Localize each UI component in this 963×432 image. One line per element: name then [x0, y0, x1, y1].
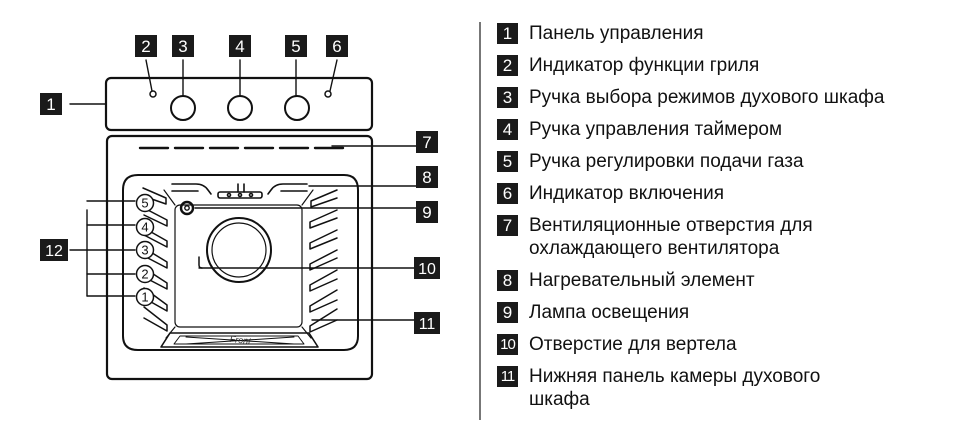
callout-box-9 — [416, 201, 438, 223]
callout-box-2 — [135, 35, 157, 57]
legend-number: 10 — [497, 334, 518, 355]
legend-text: Индикатор функции гриля — [529, 55, 760, 76]
legend-number: 9 — [497, 302, 518, 323]
callout-box-3 — [172, 35, 194, 57]
legend: 1 Панель управления 2 Индикатор функции … — [497, 22, 957, 420]
right-shelf-rails — [309, 189, 338, 333]
callout-label-1: 1 — [46, 95, 55, 114]
legend-item: 7 Вентиляционные отверстия для охлаждающ… — [497, 214, 957, 260]
shelf-label-2: 2 — [141, 267, 148, 282]
shelf-label-3: 3 — [141, 243, 148, 258]
legend-item: 11 Нижняя панель камеры духового шкафа — [497, 365, 957, 411]
oven-diagram: 5 4 3 2 1 Front 1 2 3 4 5 6 7 8 9 10 11 … — [40, 35, 440, 381]
divider — [479, 22, 481, 420]
heating-element — [171, 183, 308, 199]
legend-item: 6 Индикатор включения — [497, 182, 957, 205]
legend-text: Нижняя панель камеры духового шкафа — [529, 366, 821, 410]
legend-item: 3 Ручка выбора режимов духового шкафа — [497, 86, 957, 109]
callout-box-4 — [229, 35, 251, 57]
callout-box-1 — [40, 93, 62, 115]
left-shelf-rails — [142, 187, 168, 332]
oven-body — [105, 134, 374, 381]
callout-box-12 — [40, 239, 68, 261]
lamp-icon — [179, 200, 195, 216]
legend-number: 8 — [497, 270, 518, 291]
legend-text: Панель управления — [529, 23, 704, 44]
legend-text: Индикатор включения — [529, 183, 725, 204]
callout-label-7: 7 — [422, 133, 431, 152]
legend-text: Ручка выбора режимов духового шкафа — [529, 87, 885, 108]
legend-number: 7 — [497, 215, 518, 236]
legend-number: 1 — [497, 23, 518, 44]
callout-box-6 — [326, 35, 348, 57]
callout-box-5 — [285, 35, 307, 57]
legend-number: 3 — [497, 87, 518, 108]
legend-item: 5 Ручка регулировки подачи газа — [497, 150, 957, 173]
callout-label-5: 5 — [291, 37, 300, 56]
legend-text: Лампа освещения — [529, 302, 690, 323]
tray-front-label: Front — [229, 334, 251, 346]
callout-box-10 — [414, 257, 440, 279]
callout-label-4: 4 — [235, 37, 244, 56]
legend-number: 11 — [497, 366, 518, 387]
legend-item: 4 Ручка управления таймером — [497, 118, 957, 141]
callout-label-2: 2 — [141, 37, 150, 56]
timer-knob — [227, 95, 253, 121]
legend-text: Отверстие для вертела — [529, 334, 737, 355]
power-indicator-icon — [324, 90, 332, 98]
callout-box-8 — [416, 166, 438, 188]
callout-box-11 — [414, 312, 440, 334]
leader-lines — [69, 59, 421, 321]
legend-item: 9 Лампа освещения — [497, 301, 957, 324]
callout-label-8: 8 — [422, 168, 431, 187]
shelf-label-5: 5 — [141, 196, 148, 211]
grill-indicator-icon — [149, 90, 157, 98]
fan-cover — [206, 217, 272, 283]
callout-label-3: 3 — [178, 37, 187, 56]
callout-label-10: 10 — [418, 261, 436, 278]
mode-selector-knob — [170, 95, 196, 121]
oven-cavity — [122, 174, 359, 351]
bottom-tray — [160, 332, 319, 348]
callout-label-9: 9 — [422, 203, 431, 222]
legend-number: 5 — [497, 151, 518, 172]
callout-box-7 — [416, 131, 438, 153]
legend-item: 2 Индикатор функции гриля — [497, 54, 957, 77]
legend-item: 10 Отверстие для вертела — [497, 333, 957, 356]
callout-label-11: 11 — [419, 316, 436, 333]
control-panel — [104, 76, 374, 132]
legend-number: 4 — [497, 119, 518, 140]
gas-knob — [284, 95, 310, 121]
shelf-label-1: 1 — [141, 290, 148, 305]
legend-text: Ручка регулировки подачи газа — [529, 151, 804, 172]
shelf-level-markers — [135, 193, 155, 307]
callout-label-12: 12 — [45, 243, 63, 260]
legend-item: 8 Нагревательный элемент — [497, 269, 957, 292]
shelf-label-4: 4 — [141, 220, 148, 235]
callout-label-6: 6 — [332, 37, 341, 56]
cavity-back-wall — [174, 204, 303, 328]
spit-hole-icon — [198, 256, 203, 269]
legend-number: 6 — [497, 183, 518, 204]
legend-text: Ручка управления таймером — [529, 119, 783, 140]
legend-text: Вентиляционные отверстия для охлаждающег… — [529, 215, 813, 259]
legend-number: 2 — [497, 55, 518, 76]
legend-item: 1 Панель управления — [497, 22, 957, 45]
legend-text: Нагревательный элемент — [529, 270, 755, 291]
